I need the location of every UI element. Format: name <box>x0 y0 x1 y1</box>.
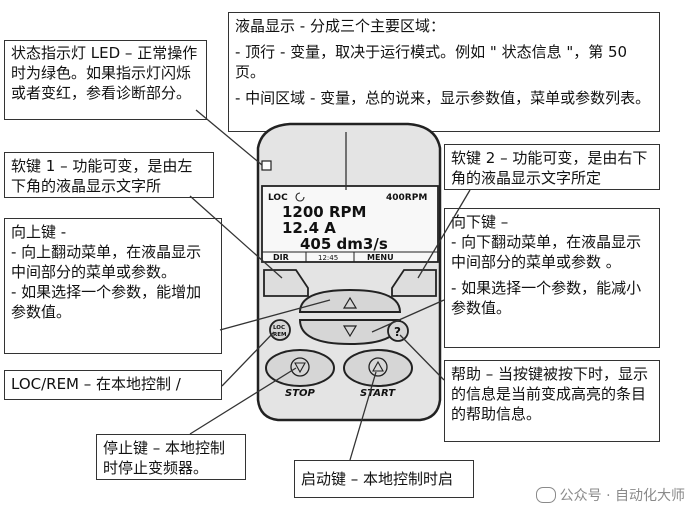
lcd-line2-text: - 中间区域 - 变量，总的说来，显示参数值，菜单或参数列表。 <box>235 89 651 107</box>
lcd-mode-text: LOC <box>268 193 288 203</box>
lcd-value3-text: 405 dm3/s <box>300 235 388 253</box>
start-text: 启动键 – 本地控制时启 <box>301 470 454 488</box>
callout-lcd: 液晶显示 - 分成三个主要区域： - 顶行 - 变量，取决于运行模式。例如 " … <box>228 12 660 132</box>
lcd-line1-text: - 顶行 - 变量，取决于运行模式。例如 " 状态信息 "，第 50 页。 <box>235 43 628 81</box>
callout-soft-key-1: 软键 1 – 功能可变，是由左下角的液晶显示文字所 <box>4 152 214 198</box>
up-key[interactable] <box>298 288 402 313</box>
callout-status-led: 状态指示灯 LED – 正常操作时为绿色。如果指示灯闪烁或者变红，参看诊断部分。 <box>4 40 207 120</box>
lcd-title-text: 液晶显示 - 分成三个主要区域： <box>235 17 445 35</box>
locrem-text: LOC/REM – 在本地控制 / <box>11 375 181 393</box>
leader-lines <box>189 109 471 461</box>
soft2-text: 软键 2 – 功能可变，是由右下角的液晶显示文字所定 <box>451 149 648 187</box>
up-line2-text: - 如果选择一个参数，能增加参数值。 <box>11 283 202 321</box>
lcd-soft2-label: MENU <box>367 253 394 262</box>
start-icon <box>368 357 388 377</box>
locrem-key-label-top: LOC <box>273 325 285 331</box>
lcd-rotation-icon <box>295 192 305 202</box>
status-led-indicator <box>261 160 272 171</box>
lcd-screen <box>261 185 439 263</box>
callout-down-key: 向下键 – - 向下翻动菜单，在液晶显示中间部分的菜单或参数 。 - 如果选择一… <box>444 208 660 348</box>
start-key[interactable] <box>343 349 413 387</box>
stop-key[interactable] <box>265 349 335 387</box>
start-key-label: START <box>360 388 396 399</box>
callout-start: 启动键 – 本地控制时启 <box>294 460 474 498</box>
stop-icon <box>290 357 310 377</box>
locrem-key-label-bottom: REM <box>273 332 286 338</box>
down-line1-text: - 向下翻动菜单，在液晶显示中间部分的菜单或参数 。 <box>451 233 642 271</box>
down-arrow-icon <box>342 325 358 338</box>
soft1-text: 软键 1 – 功能可变，是由左下角的液晶显示文字所 <box>11 157 193 195</box>
watermark: 公众号 · 自动化大师 <box>535 485 685 505</box>
up-title-text: 向上键 - <box>11 223 67 241</box>
up-arrow-icon <box>342 296 358 309</box>
callout-locrem: LOC/REM – 在本地控制 / <box>4 370 222 400</box>
wechat-icon <box>535 487 556 503</box>
soft-key-1[interactable] <box>263 269 309 297</box>
lcd-value1-text: 1200 RPM <box>282 203 366 221</box>
callout-help: 帮助 – 当按键被按下时，显示的信息是当前变成高亮的条目的帮助信息。 <box>444 360 660 442</box>
down-title-text: 向下键 – <box>451 213 509 231</box>
watermark-text: 公众号 · 自动化大师 <box>559 488 685 504</box>
locrem-key[interactable] <box>269 319 291 341</box>
help-text: 帮助 – 当按键被按下时，显示的信息是当前变成高亮的条目的帮助信息。 <box>451 365 649 423</box>
callout-up-key: 向上键 - - 向上翻动菜单，在液晶显示中间部分的菜单或参数。 - 如果选择一个… <box>4 218 222 354</box>
lcd-value2-text: 12.4 A <box>282 219 336 237</box>
stop-text: 停止键 – 本地控制时停止变频器。 <box>103 439 226 477</box>
stop-key-label: STOP <box>285 388 316 399</box>
up-line1-text: - 向上翻动菜单，在液晶显示中间部分的菜单或参数。 <box>11 243 202 281</box>
lcd-clock: 12:45 <box>318 254 338 262</box>
help-key-label: ? <box>394 325 401 339</box>
status-led-text: 状态指示灯 LED – 正常操作时为绿色。如果指示灯闪烁或者变红，参看诊断部分。 <box>11 44 198 102</box>
down-line2-text: - 如果选择一个参数，能减小参数值。 <box>451 279 642 317</box>
callout-stop: 停止键 – 本地控制时停止变频器。 <box>96 434 246 480</box>
soft-key-2[interactable] <box>391 269 437 297</box>
lcd-soft1-label: DIR <box>273 253 289 262</box>
lcd-speed-ref-text: 400RPM <box>386 193 427 203</box>
callout-soft-key-2: 软键 2 – 功能可变，是由右下角的液晶显示文字所定 <box>444 144 660 190</box>
